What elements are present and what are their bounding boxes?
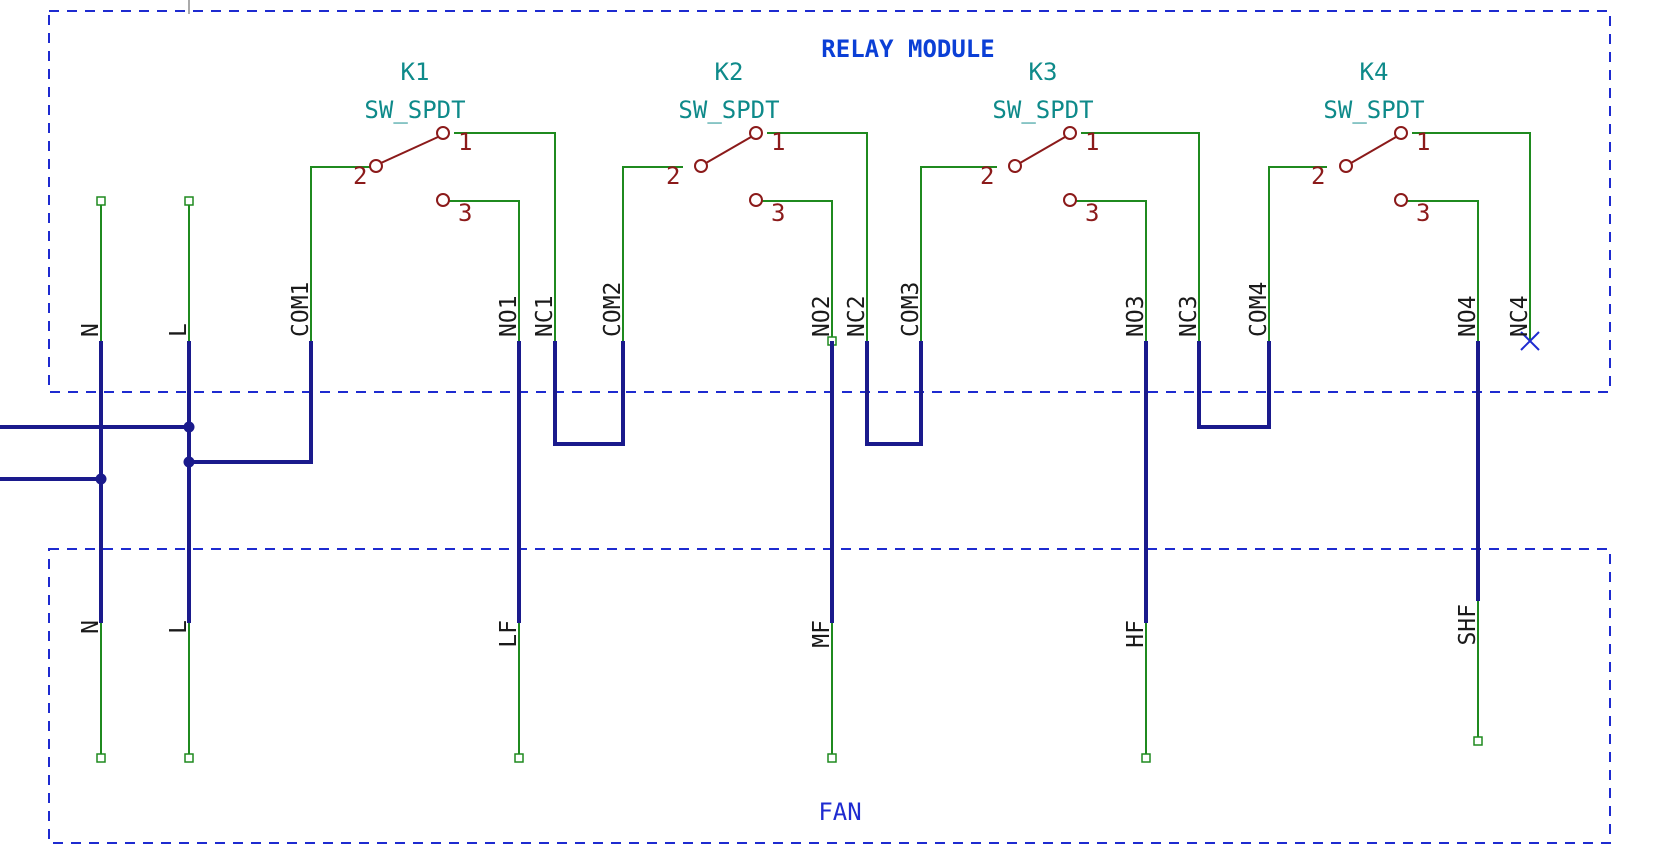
fan-pin-lf: LF xyxy=(496,620,522,648)
relay-module-title: RELAY MODULE xyxy=(821,35,994,63)
no-connect-marker xyxy=(1520,331,1540,351)
fan-sheet[interactable] xyxy=(48,548,1611,844)
relay-k3[interactable]: K3 SW_SPDT 2 1 3 xyxy=(980,58,1099,227)
pin-label-n: N xyxy=(78,323,104,337)
fan-pin-l: L xyxy=(166,620,192,634)
relay-ref: K4 xyxy=(1360,58,1389,86)
pin-number: 1 xyxy=(1085,128,1099,156)
bus-wires xyxy=(0,341,1480,623)
pin-number: 2 xyxy=(353,162,367,190)
pin-label-no2: NO2 xyxy=(809,295,835,337)
relay-ref: K3 xyxy=(1029,58,1058,86)
fan-sheet-pins: N L LF MF HF SHF xyxy=(78,604,1481,648)
pin-label-com2: COM2 xyxy=(600,282,626,337)
pin-label-nc3: NC3 xyxy=(1176,295,1202,337)
fan-pin-n: N xyxy=(78,620,104,634)
pin-label-l: L xyxy=(166,323,192,337)
pin-number: 3 xyxy=(458,199,472,227)
fan-pin-shf: SHF xyxy=(1455,604,1481,646)
relay-k2[interactable]: K2 SW_SPDT 2 1 3 xyxy=(666,58,785,227)
pin-label-com1: COM1 xyxy=(288,282,314,337)
pin-label-nc2: NC2 xyxy=(844,295,870,337)
pin-number: 1 xyxy=(771,128,785,156)
pin-label-nc4: NC4 xyxy=(1507,295,1533,337)
fan-title: FAN xyxy=(818,798,861,826)
green-wires xyxy=(100,132,1531,758)
fan-pin-mf: MF xyxy=(809,620,835,648)
pin-label-no1: NO1 xyxy=(496,295,522,337)
relay-value: SW_SPDT xyxy=(364,96,465,124)
junction-dots xyxy=(95,421,195,485)
relay-value: SW_SPDT xyxy=(992,96,1093,124)
relay-value: SW_SPDT xyxy=(1323,96,1424,124)
relay-ref: K1 xyxy=(401,58,430,86)
pin-number: 2 xyxy=(666,162,680,190)
pin-number: 3 xyxy=(771,199,785,227)
pin-label-no4: NO4 xyxy=(1455,295,1481,337)
pin-number: 2 xyxy=(980,162,994,190)
pin-number: 3 xyxy=(1085,199,1099,227)
relay-module-sheet[interactable] xyxy=(48,10,1611,393)
pin-label-com3: COM3 xyxy=(898,282,924,337)
pin-number: 1 xyxy=(1416,128,1430,156)
pin-label-no3: NO3 xyxy=(1123,295,1149,337)
fan-pin-hf: HF xyxy=(1123,620,1149,648)
relay-k1[interactable]: K1 SW_SPDT 2 1 3 xyxy=(353,58,472,227)
pin-label-com4: COM4 xyxy=(1246,282,1272,337)
relay-ref: K2 xyxy=(715,58,744,86)
relay-k4[interactable]: K4 SW_SPDT 2 1 3 xyxy=(1311,58,1430,227)
module-sheet-pins: N L COM1 NO1 NC1 COM2 NO2 NC2 COM3 NO3 N… xyxy=(78,282,1533,337)
pin-label-nc1: NC1 xyxy=(532,295,558,337)
pin-number: 3 xyxy=(1416,199,1430,227)
pin-number: 1 xyxy=(458,128,472,156)
pin-number: 2 xyxy=(1311,162,1325,190)
relay-value: SW_SPDT xyxy=(678,96,779,124)
